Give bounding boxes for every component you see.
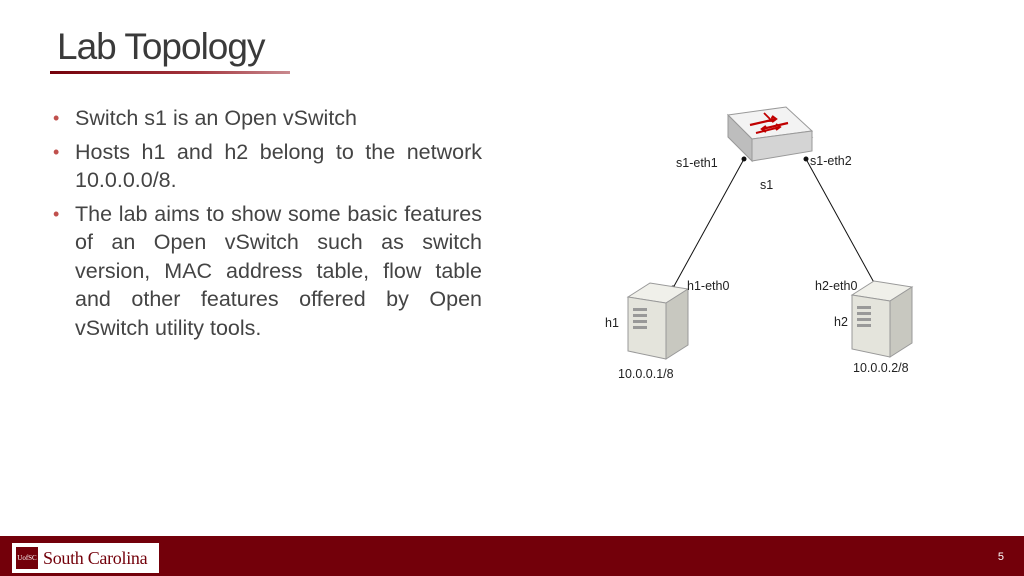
link-s1-h1 bbox=[672, 158, 745, 289]
h1-ip-label: 10.0.0.1/8 bbox=[618, 367, 674, 381]
bullet-item: The lab aims to show some basic features… bbox=[50, 200, 482, 343]
h2-label: h2 bbox=[834, 315, 848, 329]
s1-eth1-label: s1-eth1 bbox=[676, 156, 718, 170]
logo-text: South Carolina bbox=[43, 547, 148, 568]
s1-eth2-label: s1-eth2 bbox=[810, 154, 852, 168]
bullet-item: Switch s1 is an Open vSwitch bbox=[50, 104, 482, 133]
server-icon bbox=[626, 282, 690, 360]
s1-label: s1 bbox=[760, 178, 773, 192]
h1-eth0-label: h1-eth0 bbox=[687, 279, 729, 293]
slide-title: Lab Topology bbox=[57, 26, 265, 67]
bullet-list: Switch s1 is an Open vSwitch Hosts h1 an… bbox=[50, 104, 482, 347]
port-dot-s1-eth2 bbox=[803, 156, 809, 162]
footer-bar bbox=[0, 536, 1024, 576]
topology-diagram: s1-eth1 s1-eth2 s1 h1-eth0 h1 10.0.0.1/8… bbox=[605, 106, 914, 381]
h2-ip-label: 10.0.0.2/8 bbox=[853, 361, 909, 375]
h1-label: h1 bbox=[605, 316, 619, 330]
server-icon bbox=[850, 280, 914, 358]
page-number: 5 bbox=[997, 551, 1004, 563]
link-s1-h2 bbox=[805, 158, 878, 289]
university-logo: UofSC South Carolina bbox=[12, 543, 159, 573]
h2-eth0-label: h2-eth0 bbox=[815, 279, 857, 293]
logo-seal-icon: UofSC bbox=[16, 547, 38, 569]
port-dot-s1-eth1 bbox=[741, 156, 747, 162]
title-underline bbox=[50, 71, 290, 74]
bullet-item: Hosts h1 and h2 belong to the network 10… bbox=[50, 138, 482, 195]
network-switch-icon bbox=[726, 106, 814, 163]
